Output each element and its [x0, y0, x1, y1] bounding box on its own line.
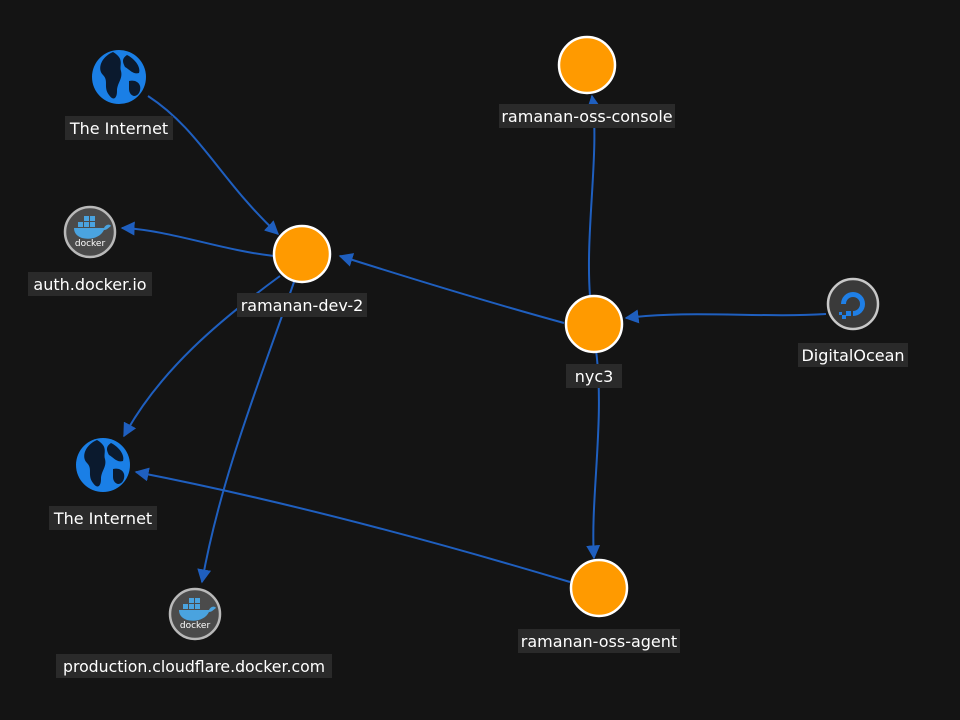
label-background [65, 116, 173, 140]
label-background [499, 104, 675, 128]
node-cloudflare-docker[interactable]: docker production.cloudflare.docker.com [56, 587, 332, 678]
label-background [28, 272, 152, 296]
edge-dev2-to-auth-docker [120, 221, 275, 257]
edge-dev2-to-internet-bottom [123, 275, 281, 438]
host-circle [272, 224, 332, 284]
node-label: ramanan-dev-2 [241, 296, 364, 315]
label-background [49, 506, 157, 530]
node-auth-docker[interactable]: docker auth.docker.io [28, 205, 152, 296]
docker-icon: docker [168, 587, 222, 641]
edge-internet-top-to-dev2 [147, 95, 280, 235]
edge-nyc3-to-dev2 [338, 253, 565, 324]
region-circle [564, 294, 624, 354]
node-label: The Internet [53, 509, 152, 528]
label-background [566, 364, 622, 388]
edge-digitalocean-to-nyc3 [624, 309, 827, 324]
node-label: DigitalOcean [801, 346, 904, 365]
label-background [237, 293, 367, 317]
node-label: ramanan-oss-agent [521, 632, 677, 651]
node-digitalocean[interactable]: DigitalOcean [798, 277, 908, 367]
docker-wordmark: docker [75, 239, 106, 249]
node-label: nyc3 [575, 367, 614, 386]
node-internet-top[interactable]: The Internet [65, 50, 173, 140]
docker-wordmark: docker [180, 621, 211, 631]
node-label: auth.docker.io [33, 275, 146, 294]
node-console[interactable]: ramanan-oss-console [499, 35, 675, 128]
edges [120, 94, 827, 584]
label-background [798, 343, 908, 367]
node-dev2[interactable]: ramanan-dev-2 [237, 224, 367, 317]
globe-icon [92, 50, 146, 104]
node-internet-bottom[interactable]: The Internet [49, 438, 157, 530]
edge-dev2-to-cloudflare-docker [197, 281, 295, 584]
digitalocean-icon [826, 277, 880, 331]
label-background [518, 629, 680, 653]
edge-agent-to-internet-bottom [134, 467, 571, 583]
label-background [56, 654, 332, 678]
globe-icon [76, 438, 130, 492]
node-label: The Internet [69, 119, 168, 138]
node-label: ramanan-oss-console [501, 107, 672, 126]
node-label: production.cloudflare.docker.com [63, 657, 325, 676]
node-nyc3[interactable]: nyc3 [564, 294, 624, 388]
host-circle [557, 35, 617, 95]
docker-icon: docker [63, 205, 117, 259]
node-agent[interactable]: ramanan-oss-agent [518, 558, 680, 653]
host-circle [569, 558, 629, 618]
